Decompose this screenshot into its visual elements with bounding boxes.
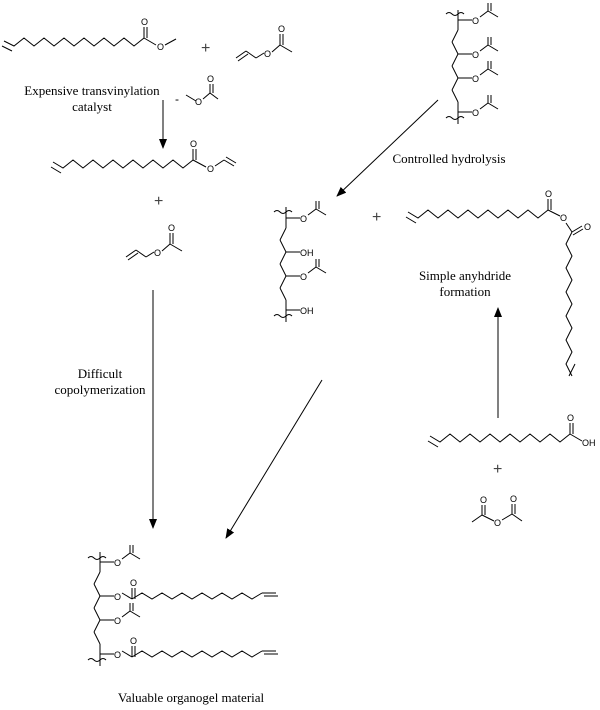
- atom-label: O: [300, 272, 307, 282]
- minus-sign: -: [175, 92, 179, 106]
- atom-label: O: [545, 189, 552, 199]
- hydrolysed-pva-structure: O OH O OH: [273, 201, 327, 322]
- methoxide-leaving-group-structure: - O O: [175, 74, 219, 107]
- atom-label: O: [472, 74, 479, 84]
- hydroxyl-label: OH: [582, 438, 596, 448]
- esterification-arrow: [225, 379, 323, 539]
- catalyst-label-line2: catalyst: [72, 99, 112, 114]
- plus-sign: +: [493, 461, 502, 478]
- atom-label: O: [168, 223, 175, 233]
- anhydride-label: Simple anyhdride formation: [395, 268, 535, 300]
- organogel-product-structure: O O O O O O: [87, 545, 278, 666]
- product-label: Valuable organogel material: [117, 690, 265, 705]
- atom-label: O: [130, 636, 137, 646]
- atom-label: O: [472, 108, 479, 118]
- atom-label: O: [472, 16, 479, 26]
- atom-label: O: [560, 213, 567, 223]
- atom-label: O: [130, 578, 137, 588]
- plus-sign: +: [372, 209, 381, 226]
- anhydride-label-line2: formation: [439, 284, 491, 299]
- atom-label: O: [114, 558, 121, 568]
- hydrolysis-label: Controlled hydrolysis: [392, 151, 506, 166]
- atom-label: O: [584, 222, 591, 232]
- catalyst-label: Expensive transvinylation catalyst: [12, 83, 172, 115]
- atom-label: O: [141, 17, 148, 27]
- atom-label: O: [207, 74, 214, 84]
- poly-vinyl-acetate-structure: O O O O: [445, 3, 499, 124]
- atom-label: O: [510, 494, 517, 504]
- plus-sign: +: [154, 193, 163, 210]
- atom-label: O: [480, 495, 487, 505]
- methyl-undecenoate-structure: O O: [1, 17, 177, 52]
- hydroxyl-label: OH: [300, 248, 314, 258]
- vinyl-acetate-byproduct-structure: O O: [125, 223, 183, 261]
- anhydride-label-line1: Simple anyhdride: [418, 268, 512, 283]
- undecenoic-anhydride-structure: O O O: [405, 189, 591, 377]
- acetic-anhydride-structure: O O O: [471, 494, 523, 528]
- atom-label: O: [264, 49, 271, 59]
- vinyl-undecenoate-structure: O O: [50, 139, 237, 174]
- undecenoic-acid-structure: O OH: [427, 413, 596, 448]
- atom-label: O: [157, 42, 164, 52]
- atom-label: O: [278, 24, 285, 34]
- atom-label: O: [114, 616, 121, 626]
- atom-label: O: [494, 518, 501, 528]
- atom-label: O: [300, 214, 307, 224]
- atom-label: O: [567, 413, 574, 423]
- atom-label: O: [195, 97, 202, 107]
- atom-label: O: [114, 650, 121, 660]
- copolymerization-label-line1: Difficult: [77, 366, 123, 381]
- atom-label: O: [154, 248, 161, 258]
- atom-label: O: [207, 164, 214, 174]
- atom-label: O: [190, 139, 197, 149]
- copolymerization-label-line2: copolymerization: [54, 382, 146, 397]
- atom-label: O: [114, 592, 121, 602]
- plus-sign: +: [201, 40, 210, 57]
- hydrolysis-arrow: [336, 99, 439, 197]
- copolymerization-label: Difficult copolymerization: [40, 366, 160, 398]
- hydroxyl-label: OH: [300, 306, 314, 316]
- catalyst-label-line1: Expensive transvinylation: [24, 83, 160, 98]
- vinyl-acetate-structure: O O: [235, 24, 293, 62]
- atom-label: O: [472, 50, 479, 60]
